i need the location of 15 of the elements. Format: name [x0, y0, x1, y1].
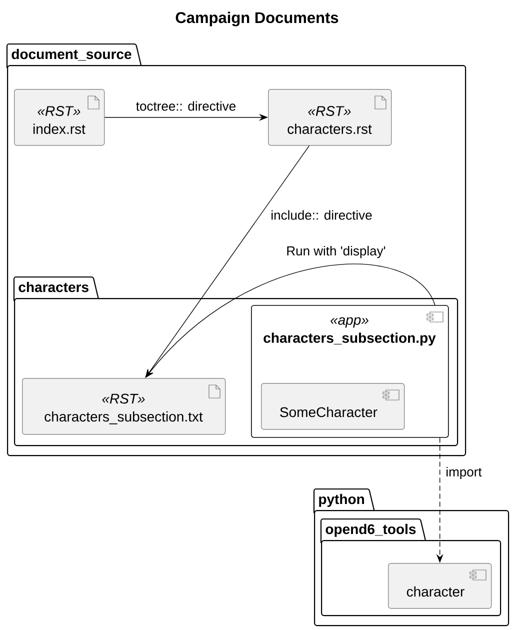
document-box: «RST» characters_subsection.txt — [22, 378, 226, 435]
node-label: opend6_tools — [326, 524, 416, 537]
document-box: «RST» characters.rst — [268, 89, 392, 146]
arrow — [145, 264, 436, 378]
edge-label: include:: directive — [269, 208, 374, 222]
edge-label: import — [444, 465, 484, 481]
title: Campaign Documents — [176, 12, 338, 26]
node-label: characters — [18, 282, 88, 292]
node-label: python — [319, 494, 364, 507]
document-box: «RST» index.rst — [14, 89, 105, 146]
edge-label: Run with 'display' — [284, 244, 388, 260]
edge-label: toctree:: directive — [134, 100, 238, 112]
component-box: SomeCharacter — [261, 383, 405, 430]
component-box: character — [388, 563, 492, 609]
node-label: document_source — [12, 48, 132, 61]
